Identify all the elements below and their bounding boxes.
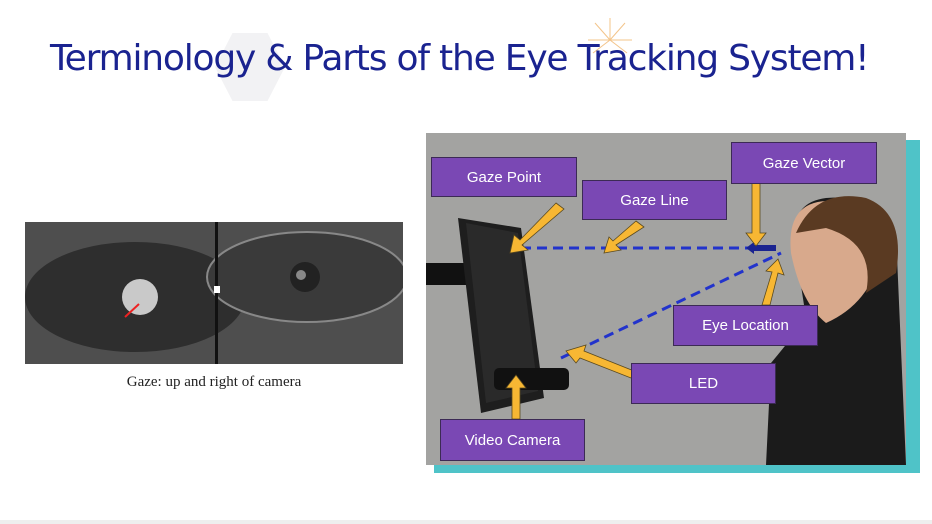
slide-bottom-border — [0, 520, 932, 524]
figure-caption: Gaze: up and right of camera — [126, 374, 302, 390]
eye-image — [25, 222, 408, 364]
eye-tracking-photo: Gaze Point Gaze Line Gaze Vector Eye Loc… — [426, 133, 906, 465]
label-led: LED — [631, 363, 776, 404]
label-gaze-point: Gaze Point — [431, 157, 577, 197]
label-gaze-vector: Gaze Vector — [731, 142, 877, 184]
label-gaze-line: Gaze Line — [582, 180, 727, 220]
label-eye-location: Eye Location — [673, 305, 818, 346]
label-video-camera: Video Camera — [440, 419, 585, 461]
sparkle-icon — [588, 18, 632, 54]
page-title: Terminology & Parts of the Eye Tracking … — [50, 38, 870, 79]
